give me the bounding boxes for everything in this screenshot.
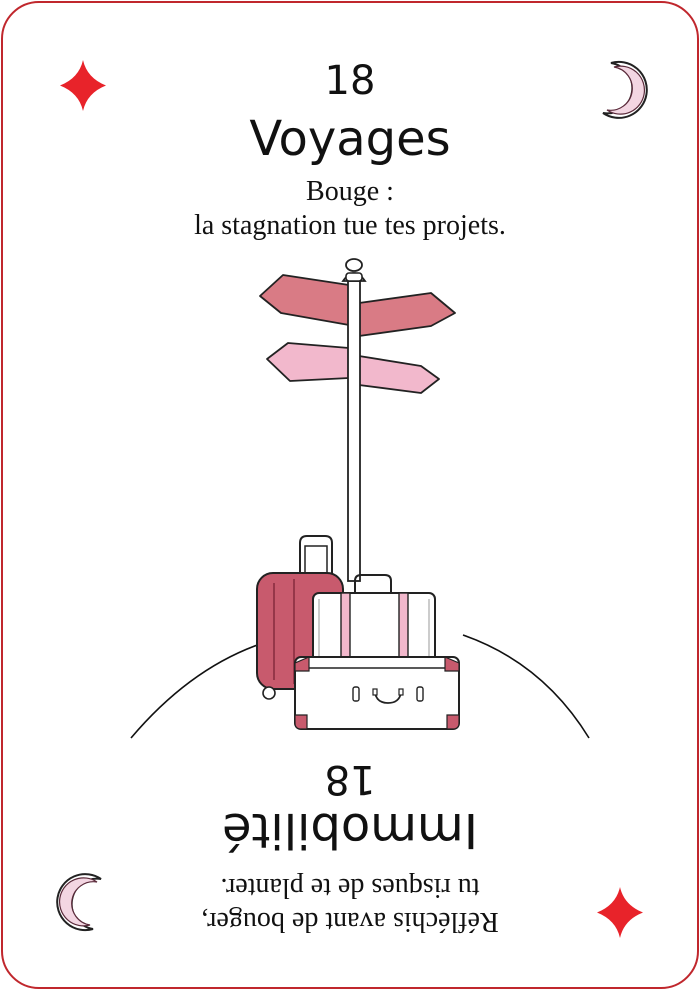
inverted-meaning: Réfléchis avant de bouger, tu risques de… <box>3 748 697 938</box>
card-number: 18 <box>324 58 376 104</box>
message-line: la stagnation tue tes projets. <box>194 210 506 241</box>
diamond-icon <box>60 60 106 111</box>
crescent-moon-icon <box>56 873 102 932</box>
sign-arrow-right-bottom <box>358 355 440 394</box>
diamond-icon <box>597 887 643 938</box>
card-message: Bouge : la stagnation tue tes projets. <box>3 175 697 243</box>
trunk <box>294 656 460 730</box>
message-line: Réfléchis avant de bouger, <box>201 906 499 937</box>
crescent-moon-icon <box>602 60 648 119</box>
message-line: Bouge : <box>306 176 394 207</box>
sign-arrow-right-top <box>358 292 456 337</box>
card-message-inverted: Réfléchis avant de bouger, tu risques de… <box>3 870 697 938</box>
signpost-with-luggage-illustration <box>130 258 590 739</box>
white-suitcase <box>312 574 436 668</box>
card-title: Voyages <box>249 111 451 167</box>
message-line: tu risques de te planter. <box>220 872 480 903</box>
card-number-inverted: 18 <box>324 756 376 802</box>
sign-arrow-left-bottom <box>266 342 350 382</box>
sign-arrow-left-top <box>259 274 350 326</box>
card-title-inverted: Immobilité <box>222 802 478 858</box>
